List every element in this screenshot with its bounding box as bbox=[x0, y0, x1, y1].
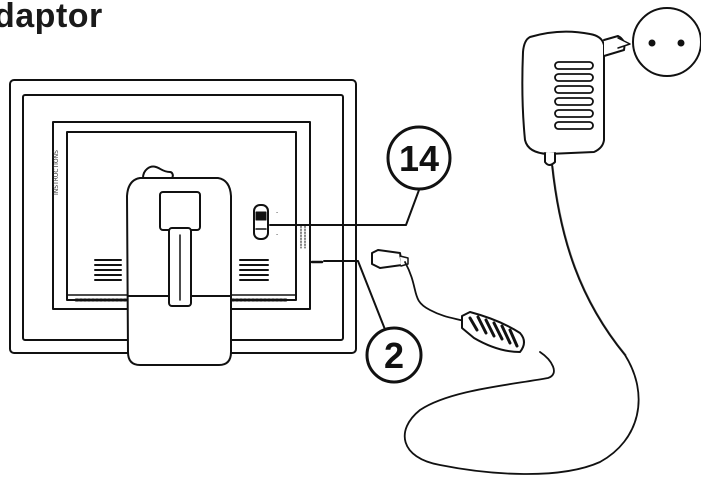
callout-2-circle bbox=[365, 326, 423, 384]
switch-leader-line bbox=[269, 189, 420, 226]
stand-hook bbox=[142, 165, 174, 179]
section-title: daptor bbox=[0, 0, 103, 35]
callout-14-circle bbox=[386, 125, 452, 191]
right-vent bbox=[239, 259, 269, 281]
dc-cable bbox=[404, 261, 469, 323]
left-vent bbox=[94, 259, 122, 281]
dc-plug bbox=[371, 249, 409, 269]
power-adapter bbox=[521, 30, 631, 166]
callout-14-label: 14 bbox=[399, 138, 439, 179]
svg-text:-: - bbox=[276, 231, 278, 238]
frame-side-label: INSTRUCTIONS bbox=[53, 150, 60, 195]
plug-adapter-cap bbox=[632, 7, 701, 77]
callout-2-label: 2 bbox=[384, 335, 404, 376]
kickstand bbox=[126, 177, 232, 366]
adapter-cable bbox=[403, 164, 640, 475]
svg-text:-: - bbox=[276, 209, 278, 216]
ferrite-bead bbox=[461, 311, 525, 353]
dc-in-leader-line bbox=[323, 260, 387, 333]
power-switch bbox=[253, 204, 269, 240]
